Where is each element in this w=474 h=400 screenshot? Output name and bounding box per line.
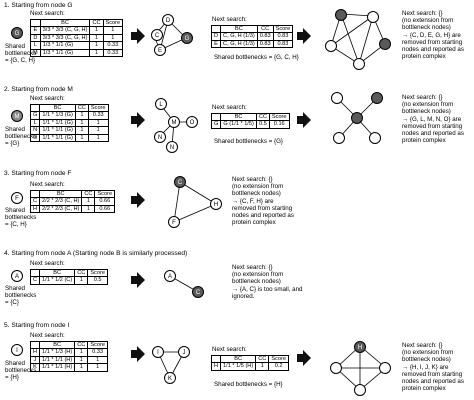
node-j: J (178, 346, 190, 358)
node-o: O (186, 116, 198, 128)
node-n2: N (166, 141, 178, 153)
node-e-complex (353, 58, 365, 70)
node-i: I (152, 346, 164, 358)
node-c: C (151, 29, 163, 41)
step-4-shared-bottlenecks: Shared bottlenecks = {C} (5, 285, 37, 307)
arrow-right-icon (131, 192, 145, 208)
step-2-next-search-label: Next search: (30, 95, 65, 102)
start-node-a: A (11, 270, 23, 282)
node-o-complex (369, 132, 381, 144)
step-5-shared-bottlenecks: Shared bottlenecks = {H} (5, 360, 37, 382)
step-2-next2-label: Next search: (212, 104, 247, 111)
node-n-complex (333, 132, 345, 144)
arrow-right-icon (297, 28, 311, 44)
col-bc: BC (39, 18, 91, 28)
node-h-complex: H (354, 341, 366, 353)
step-4-note: Next search: {} (no extension from bottl… (232, 264, 303, 300)
step-5-note: Next search: {} (no extension from bottl… (402, 342, 464, 393)
start-node-i: I (11, 344, 23, 356)
node-c-complex (335, 9, 347, 21)
step-1-shared-bottlenecks: Shared bottlenecks = {G, C, H} (5, 43, 37, 65)
step-2-title: 2. Starting from node M (4, 86, 73, 93)
node-i-complex (330, 362, 342, 374)
node-f: F (168, 216, 180, 228)
node-j-complex (379, 362, 391, 374)
start-node-f: F (11, 192, 23, 204)
step-2-note: Next search: {} (no extension from bottl… (402, 94, 464, 145)
node-m: M (168, 116, 180, 128)
step-1-title: 1. Starting from node G (4, 2, 73, 9)
node-d: D (162, 14, 174, 26)
arrow-right-icon (131, 28, 145, 44)
arrow-right-icon (297, 112, 311, 128)
node-d-complex (367, 11, 379, 23)
arrow-right-icon (297, 350, 311, 366)
step-4-title: 4. Starting from node A (Starting node B… (4, 250, 188, 257)
col-cc: CC (89, 18, 104, 28)
node-c: C (174, 176, 186, 188)
node-g: G (181, 32, 193, 44)
arrow-right-icon (131, 112, 145, 128)
step-3-shared-bottlenecks: Shared bottlenecks = {C, H} (5, 207, 37, 229)
col-score: Score (102, 18, 124, 28)
node-n: N (154, 131, 166, 143)
node-k-complex (354, 384, 366, 396)
node-h-complex (379, 38, 391, 50)
step-2-shared-bottlenecks: Shared bottlenecks = {G} (5, 126, 37, 148)
step-5-graph2-label: Shared bottlenecks = {H} (214, 381, 283, 388)
step-5-next2-label: Next search: (212, 346, 247, 353)
node-g-complex (325, 40, 337, 52)
step-3-next-search-label: Next search: (30, 181, 65, 188)
arrow-right-icon (131, 272, 145, 288)
node-k: K (164, 372, 176, 384)
arrow-right-icon (131, 346, 145, 362)
step-1-next-search-label: Next search: (30, 10, 65, 17)
start-node-m: M (11, 110, 23, 122)
step-1-note: Next search: {} (no extension from bottl… (402, 10, 464, 61)
node-a: A (164, 270, 176, 282)
node-l-complex (331, 92, 343, 104)
node-h: H (210, 198, 222, 210)
node-c: C (192, 286, 204, 298)
step-4-next-search-label: Next search: (30, 260, 65, 267)
step-3-note: Next search: {} (no extension from bottl… (232, 176, 294, 227)
step-5-title: 5. Starting from node I (4, 322, 70, 329)
step-5-next-search-label: Next search: (30, 332, 65, 339)
step-1-next2-label: Next search: (212, 16, 247, 23)
node-e: E (154, 44, 166, 56)
node-g-complex (351, 112, 363, 124)
step-2-graph2-label: Shared bottlenecks = {G} (214, 138, 283, 145)
node-m-complex (371, 92, 383, 104)
step-1-graph2-label: Shared bottlenecks = {G, C, H} (214, 54, 299, 61)
start-node-g: G (11, 27, 23, 39)
node-l: L (155, 98, 167, 110)
step-3-title: 3. Starting from node F (4, 170, 72, 177)
